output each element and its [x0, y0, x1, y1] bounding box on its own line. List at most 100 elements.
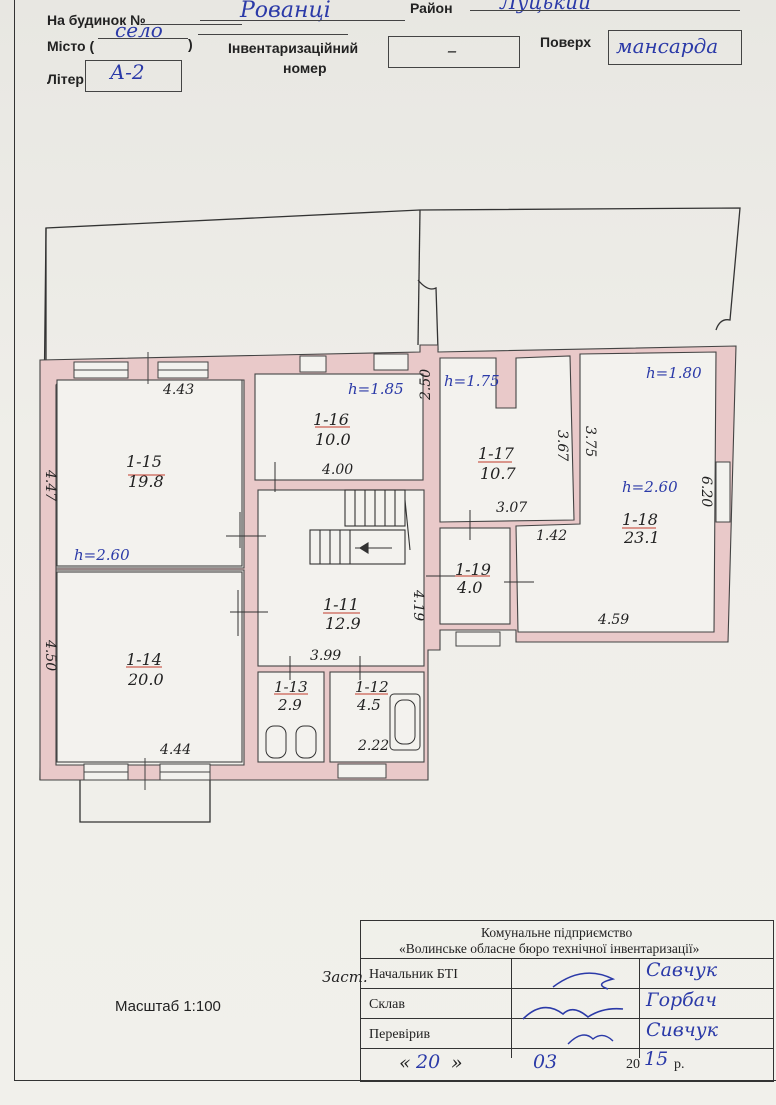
dim-459: 4.59 — [598, 612, 630, 628]
roof-outline — [39, 207, 741, 781]
height-room-17: h=1.75 — [444, 372, 500, 390]
room-id-1-17: 1-17 — [478, 444, 514, 463]
room-area-1-17: 10.7 — [480, 464, 516, 483]
title-block: Комунальне підприємство «Волинське облас… — [360, 920, 774, 1082]
dim-222: 2.22 — [358, 738, 390, 754]
inventory-label-2: номер — [283, 60, 327, 76]
room-area-1-16: 10.0 — [315, 430, 351, 449]
room-id-1-15: 1-15 — [126, 452, 162, 471]
dim-444: 4.44 — [160, 742, 192, 758]
dim-447: 4.47 — [42, 470, 58, 502]
inventory-box — [388, 36, 520, 68]
date-month: 03 — [533, 1051, 558, 1073]
bottom-border-line — [14, 1080, 776, 1081]
room-id-1-14: 1-14 — [126, 650, 162, 669]
dim-400: 4.00 — [322, 462, 354, 478]
letter-label: Літер — [47, 71, 84, 87]
name-compiled: Горбач — [646, 989, 717, 1011]
dim-250: 2.50 — [418, 368, 434, 400]
window — [337, 763, 387, 779]
toilet-fixture — [265, 725, 287, 759]
inventory-label-1: Інвентаризаційний — [228, 40, 359, 56]
district-line — [470, 10, 740, 11]
house-number-label: На будинок № — [47, 12, 146, 28]
room-area-1-14: 20.0 — [128, 670, 164, 689]
signature-marks — [522, 972, 624, 1045]
height-room-18-b: h=2.60 — [622, 478, 678, 496]
floor-value: мансарда — [616, 34, 719, 58]
room-id-1-13: 1-13 — [274, 678, 308, 696]
org-line-2: «Волинське обласне бюро технічної інвент… — [399, 941, 700, 956]
room-area-1-18: 23.1 — [624, 528, 660, 547]
roof-step — [417, 279, 439, 351]
dim-620: 6.20 — [698, 476, 714, 508]
table-row — [361, 1018, 773, 1019]
dim-142: 1.42 — [536, 528, 568, 544]
floor-box — [608, 30, 742, 65]
bathtub-inner — [394, 699, 416, 745]
window — [373, 353, 409, 371]
date-day: 20 — [416, 1051, 441, 1073]
city-line — [98, 38, 188, 39]
room-id-1-16: 1-16 — [313, 410, 349, 429]
room-area-1-12: 4.5 — [357, 696, 381, 714]
col-divider — [511, 958, 512, 1058]
dim-399: 3.99 — [310, 648, 342, 664]
letter-value: А-2 — [110, 60, 145, 84]
place-line — [200, 20, 405, 21]
dim-367: 3.67 — [554, 430, 570, 462]
city-close: ) — [188, 36, 193, 52]
row-label-head: Начальник БТІ — [369, 967, 458, 982]
dim-307: 3.07 — [496, 500, 528, 516]
room-area-1-19: 4.0 — [457, 578, 483, 597]
date-open: « — [399, 1052, 411, 1074]
height-room-18-a: h=1.80 — [646, 364, 702, 382]
table-row — [361, 1048, 773, 1049]
room-area-1-13: 2.9 — [278, 696, 302, 714]
org-line-1: Комунальне підприємство — [481, 925, 633, 940]
date-close: » — [451, 1052, 463, 1074]
window — [715, 461, 731, 523]
date-year: 15 — [644, 1048, 669, 1070]
height-room-16: h=1.85 — [348, 380, 404, 398]
col-divider — [639, 958, 640, 1058]
house-number-line — [142, 24, 242, 25]
roof-inner-line — [417, 209, 421, 346]
margin-line — [14, 0, 15, 1080]
table-row — [361, 958, 773, 959]
date-suffix: р. — [674, 1057, 685, 1072]
row-label-checked: Перевірив — [369, 1027, 431, 1042]
scale-label: Масштаб 1:100 — [115, 998, 221, 1015]
room-1-15 — [56, 379, 243, 567]
height-room-15: h=2.60 — [74, 546, 130, 564]
window — [455, 631, 501, 647]
room-area-1-11: 12.9 — [325, 614, 361, 633]
dim-375: 3.75 — [582, 426, 598, 458]
room-id-1-19: 1-19 — [455, 560, 491, 579]
room-1-17 — [439, 355, 575, 523]
dim-419: 4.19 — [410, 590, 426, 622]
window — [299, 355, 327, 373]
place-value: Рованці — [240, 0, 331, 23]
balcony-outline — [79, 778, 211, 823]
deputy-prefix: Заст. — [322, 968, 368, 986]
date-year-prefix: 20 — [626, 1057, 640, 1072]
row-label-compiled: Склав — [369, 997, 405, 1012]
room-id-1-12: 1-12 — [355, 678, 389, 696]
dim-450: 4.50 — [42, 640, 58, 672]
room-1-11 — [257, 489, 425, 667]
district-label: Район — [410, 0, 453, 16]
table-row — [361, 988, 773, 989]
city-label: Місто ( — [47, 38, 95, 54]
name-checked: Сивчук — [646, 1019, 719, 1041]
staircase — [309, 489, 411, 565]
floor-label: Поверх — [540, 34, 591, 50]
room-id-1-11: 1-11 — [323, 595, 359, 614]
room-area-1-15: 19.8 — [128, 472, 164, 491]
room-1-18 — [515, 351, 717, 633]
room-id-1-18: 1-18 — [622, 510, 658, 529]
dim-443: 4.43 — [163, 382, 195, 398]
letter-box — [85, 60, 182, 92]
city-extra-line — [198, 34, 348, 35]
